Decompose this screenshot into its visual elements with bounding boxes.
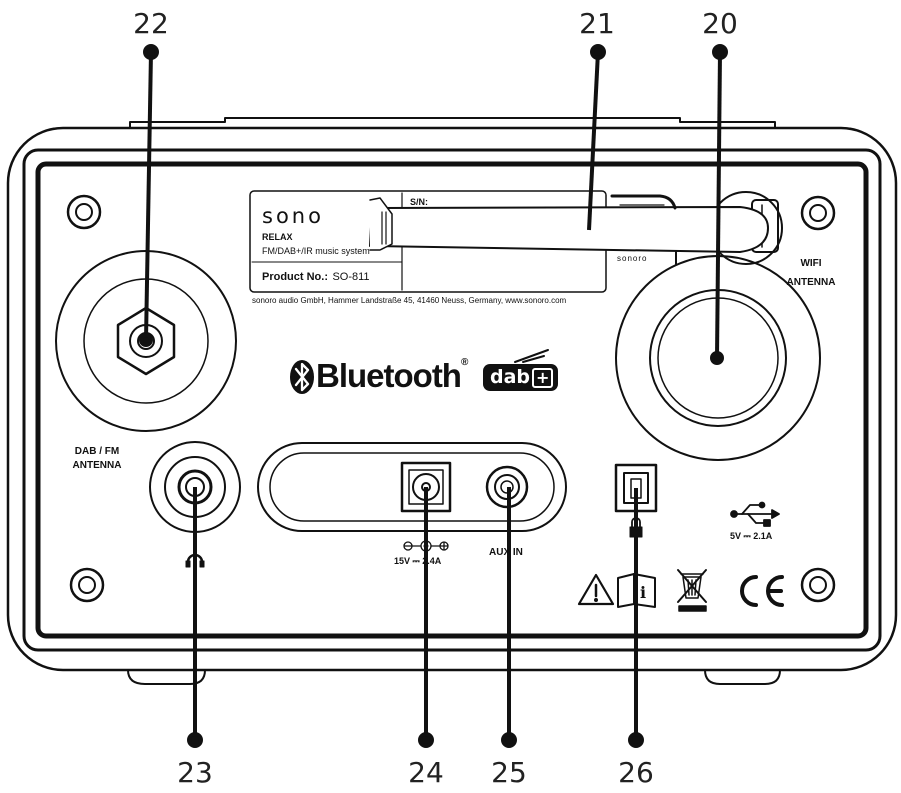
callout-26: 26: [618, 756, 654, 789]
svg-text:i: i: [640, 583, 646, 602]
sticker-product-value: SO-811: [332, 271, 370, 283]
foot-right: [704, 669, 781, 685]
wifi-label-line1: WIFI: [800, 258, 822, 269]
callout-23: 23: [177, 756, 213, 789]
wifi-label-line2: ANTENNA: [786, 277, 836, 288]
callout-24: 24: [408, 756, 444, 789]
sticker-product-label: Product No.:: [262, 271, 328, 283]
dab-plus-logo: dab+: [483, 364, 559, 391]
callout-20: 20: [702, 7, 738, 40]
sticker-serial-label: S/N:: [410, 197, 428, 207]
address-line: sonoro audio GmbH, Hammer Landstraße 45,…: [252, 296, 567, 305]
sticker-brand-logo: sono: [262, 204, 324, 228]
ce-mark: [740, 575, 784, 607]
bluetooth-icon: [290, 360, 314, 394]
sticker-product-row: Product No.: SO-811: [262, 267, 370, 285]
aux-in-label: AUX IN: [489, 547, 523, 558]
bluetooth-wordmark: Bluetooth®: [316, 357, 468, 395]
usb-icon: [730, 501, 780, 527]
callout-25: 25: [491, 756, 527, 789]
warning-icon: [577, 573, 615, 606]
callout-leaders: [139, 44, 728, 748]
screw-bottom-left: [69, 567, 105, 603]
dab-text: dab: [490, 366, 531, 388]
sticker-description: FM/DAB+/IR music system: [262, 246, 370, 256]
power-rating-label: 15V ⎓ 2.4A: [394, 556, 442, 566]
dab-plus-sign: +: [532, 368, 554, 388]
back-plate: [35, 161, 869, 639]
callout-22: 22: [133, 7, 169, 40]
dab-fm-label-line1: DAB / FM: [74, 446, 120, 457]
foot-left: [127, 669, 206, 685]
housing-inner: [22, 148, 882, 652]
sticker-model: RELAX: [262, 232, 293, 242]
antenna-brand-mark: sonoro: [617, 254, 648, 263]
connector-recess: [257, 442, 567, 532]
screw-top-left: [66, 194, 102, 230]
bluetooth-registered: ®: [460, 357, 468, 368]
usb-rating-label: 5V ⎓ 2.1A: [730, 531, 773, 541]
wifi-antenna-arm[interactable]: [369, 194, 769, 265]
dab-antenna-icon: [514, 349, 549, 363]
screw-top-right: [800, 195, 836, 231]
callout-21: 21: [579, 7, 615, 40]
housing-outer: [6, 126, 898, 672]
dab-fm-label-line2: ANTENNA: [72, 460, 122, 471]
screw-bottom-right: [800, 567, 836, 603]
bluetooth-wordmark-text: Bluetooth: [316, 357, 462, 394]
weee-bin-icon: [677, 569, 707, 612]
